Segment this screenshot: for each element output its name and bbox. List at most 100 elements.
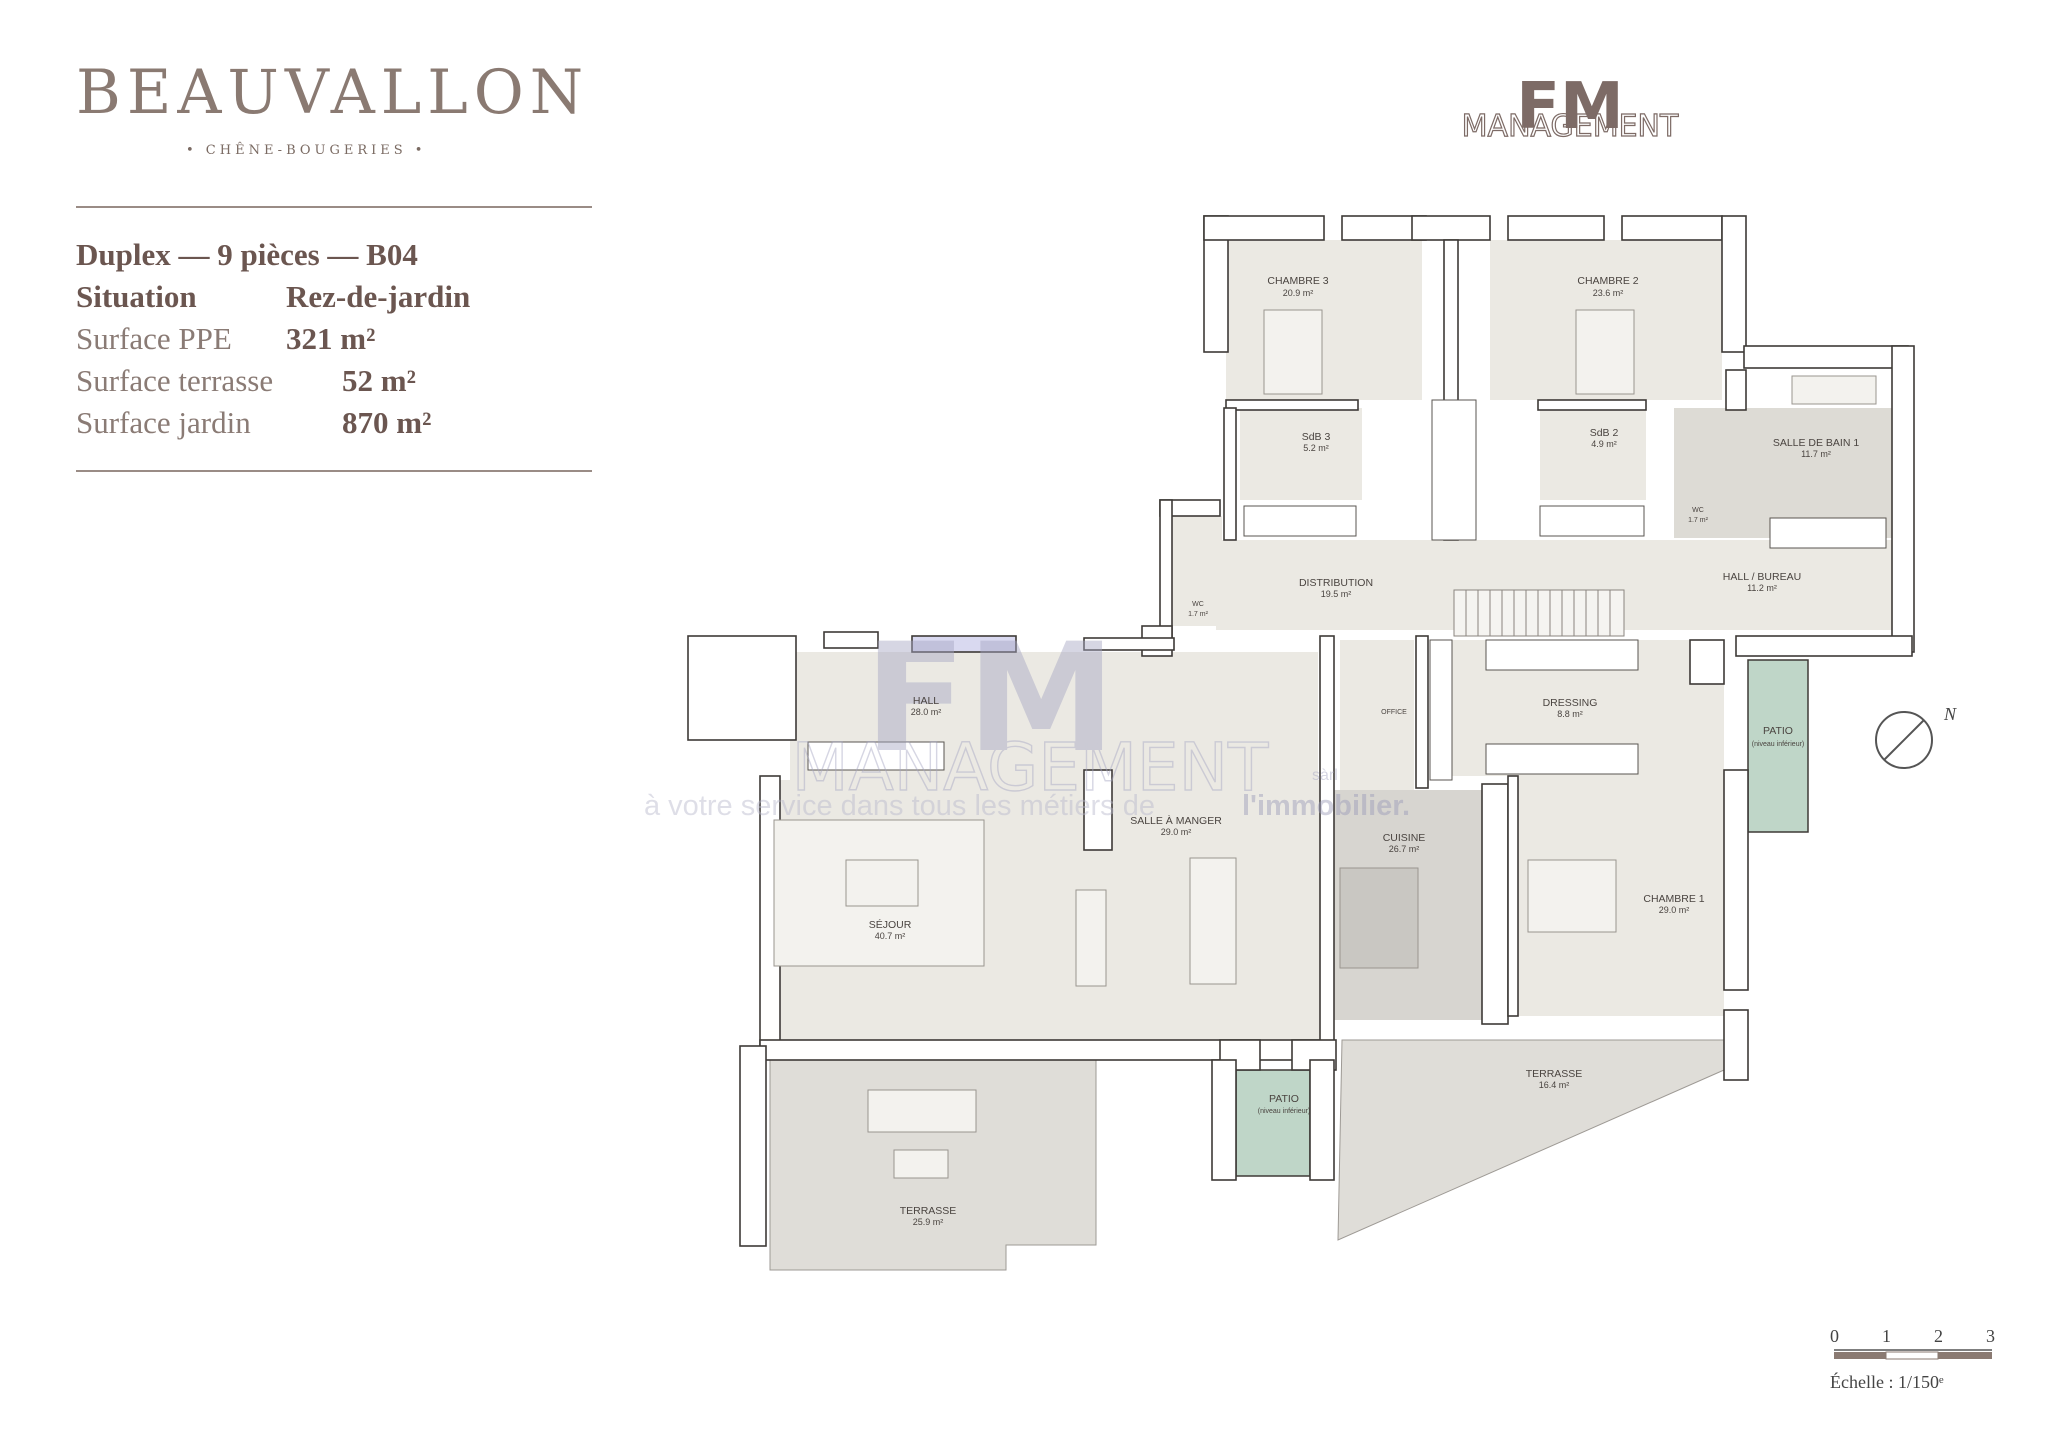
wall — [1203, 215, 1325, 241]
surface-jardin-key: Surface jardin — [76, 405, 251, 440]
room-sdb-2 — [1540, 408, 1646, 500]
table-terrasse — [893, 1149, 949, 1179]
label-salle-de-bain-1: SALLE DE BAIN 1 — [1773, 437, 1860, 449]
scale-bar: 0 1 2 3 Échelle : 1/150ᵉ — [1830, 1326, 2010, 1392]
patio-bottom-area — [1235, 1069, 1311, 1177]
area-patio-right: (niveau inférieur) — [1752, 741, 1805, 748]
surface-jardin-value: 870 m² — [342, 405, 432, 440]
bathtub — [1791, 375, 1877, 405]
label-cuisine: CUISINE — [1383, 832, 1426, 844]
scale-bar-graphic — [1834, 1349, 1992, 1360]
surface-terrasse-value: 52 m² — [342, 363, 416, 398]
wardrobe — [1485, 639, 1639, 671]
wall — [1159, 499, 1173, 639]
sofa-terrasse — [867, 1089, 977, 1133]
watermark-suffix: sàrl — [1312, 767, 1338, 784]
area-terrasse-right: 16.4 m² — [1539, 1080, 1570, 1090]
coffee-table — [845, 859, 919, 907]
room-labels: CHAMBRE 3 20.9 m² CHAMBRE 2 23.6 m² SdB … — [869, 275, 1860, 1227]
wall — [1537, 399, 1647, 411]
wall — [739, 1045, 767, 1247]
walls — [687, 215, 1915, 1247]
area-chambre-1: 29.0 m² — [1659, 905, 1690, 915]
wall — [1507, 215, 1605, 241]
label-chambre-2: CHAMBRE 2 — [1577, 275, 1638, 287]
label-terrasse-right: TERRASSE — [1526, 1068, 1583, 1080]
property-type: Duplex — 9 pièces — B04 — [76, 234, 596, 276]
wall — [1735, 635, 1913, 657]
scale-label: Échelle : 1/150ᵉ — [1830, 1372, 1944, 1392]
bed-chambre-1 — [1527, 859, 1617, 933]
divider-bottom — [76, 470, 592, 472]
area-salle-de-bain-1: 11.7 m² — [1801, 449, 1831, 459]
wall — [1689, 639, 1725, 685]
bed-chambre-3 — [1263, 309, 1323, 395]
label-sejour: SÉJOUR — [869, 918, 912, 931]
wall — [1223, 407, 1237, 541]
north-arrow-circle — [1875, 711, 1933, 769]
north-arrow: N — [1875, 704, 1957, 769]
wall — [1211, 1059, 1237, 1181]
label-dressing: DRESSING — [1543, 697, 1598, 709]
wardrobe — [807, 741, 945, 771]
watermark-word: MANAGEMENT — [792, 729, 1269, 806]
surface-terrasse-key: Surface terrasse — [76, 363, 274, 398]
surface-jardin-row: Surface jardin 870 m² — [76, 402, 596, 444]
surface-ppe-row: Surface PPE 321 m² — [76, 318, 596, 360]
watermark: FM MANAGEMENT sàrl à votre service dans … — [644, 612, 1410, 822]
wardrobe — [1769, 517, 1887, 549]
area-sdb-3: 5.2 m² — [1303, 443, 1329, 453]
surface-ppe-key: Surface PPE — [76, 321, 232, 356]
wall — [687, 635, 797, 741]
fm-management-logo: FM MANAGEMENT — [1461, 72, 1680, 142]
wall — [1507, 775, 1519, 1017]
area-chambre-3: 20.9 m² — [1283, 288, 1314, 298]
scale-tick-0: 0 — [1830, 1326, 1839, 1346]
area-hall-bureau: 11.2 m² — [1747, 583, 1777, 593]
area-dressing: 8.8 m² — [1557, 709, 1583, 719]
brand-logo: BEAUVALLON • CHÊNE-BOUGERIES • — [76, 62, 589, 158]
wardrobes — [807, 399, 1887, 781]
room-chambre-3 — [1226, 240, 1422, 400]
label-patio-bottom: PATIO — [1269, 1093, 1299, 1105]
area-patio-bottom: (niveau inférieur) — [1258, 1108, 1311, 1115]
area-hall: 28.0 m² — [911, 707, 942, 717]
wall-glazing — [911, 635, 1017, 653]
wall — [1481, 783, 1509, 1025]
wall — [1723, 769, 1749, 991]
label-hall-bureau: HALL / BUREAU — [1723, 571, 1801, 583]
situation-value: Rez-de-jardin — [286, 279, 471, 314]
label-wc-right: WC — [1692, 507, 1704, 514]
patio-right-area — [1747, 659, 1809, 833]
wall — [1319, 635, 1335, 1051]
kitchen-island — [1339, 867, 1419, 969]
staircase — [1453, 589, 1625, 637]
wall — [1309, 1059, 1335, 1181]
label-salle-a-manger: SALLE À MANGER — [1130, 814, 1222, 827]
surface-ppe-value: 321 m² — [286, 321, 376, 356]
area-wc-right: 1.7 m² — [1688, 517, 1709, 524]
label-office: OFFICE — [1381, 709, 1407, 716]
area-terrasse-left: 25.9 m² — [913, 1217, 944, 1227]
sideboard — [1075, 889, 1107, 987]
label-terrasse-left: TERRASSE — [900, 1205, 957, 1217]
area-sdb-2: 4.9 m² — [1591, 439, 1617, 449]
north-arrow-line — [1883, 719, 1925, 761]
scale-tick-2: 2 — [1934, 1326, 1943, 1346]
wall — [1225, 399, 1359, 411]
surface-terrasse-row: Surface terrasse 52 m² — [76, 360, 596, 402]
bed-chambre-2 — [1575, 309, 1635, 395]
rooms — [760, 240, 1892, 1046]
wardrobe — [1429, 639, 1453, 781]
wall — [1891, 345, 1915, 653]
area-distribution: 19.5 m² — [1321, 589, 1352, 599]
property-info: Duplex — 9 pièces — B04 Situation Rez-de… — [76, 234, 596, 444]
brand-subtitle: • CHÊNE-BOUGERIES • — [186, 143, 427, 158]
label-chambre-1: CHAMBRE 1 — [1643, 893, 1704, 905]
watermark-letters: FM — [864, 612, 1116, 786]
label-chambre-3: CHAMBRE 3 — [1267, 275, 1328, 287]
area-sejour: 40.7 m² — [875, 931, 906, 941]
watermark-tagline: à votre service dans tous les métiers de — [644, 790, 1155, 822]
scale-ticks: 0 1 2 3 — [1830, 1326, 2010, 1348]
wall — [823, 631, 879, 649]
